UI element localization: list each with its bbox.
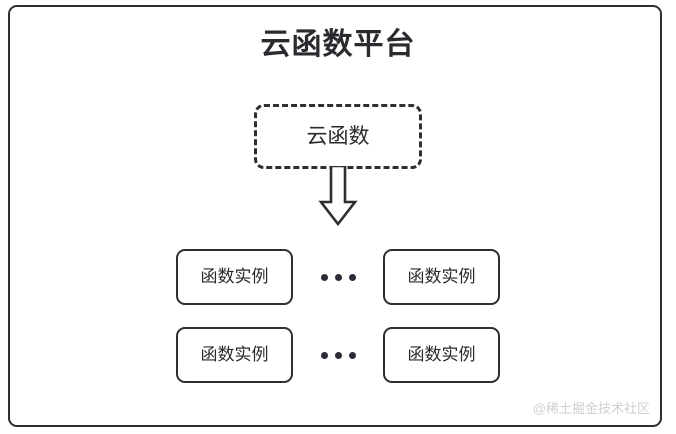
ellipsis-dot [320, 273, 328, 281]
down-block-arrow-icon [318, 166, 358, 227]
ellipsis-dot [320, 351, 328, 359]
ellipsis-dot [334, 273, 342, 281]
function-instance-box: 函数实例 [176, 249, 293, 305]
function-instance-label: 函数实例 [200, 267, 269, 286]
function-instance-box: 函数实例 [383, 249, 500, 305]
ellipsis-dot [348, 273, 356, 281]
function-instance-label: 函数实例 [200, 345, 269, 364]
ellipsis-dot [334, 351, 342, 359]
watermark: @稀土掘金技术社区 [532, 401, 650, 416]
page-title: 云函数平台 [260, 28, 416, 61]
function-instance-label: 函数实例 [407, 267, 476, 286]
function-instance-row-1: 函数实例 函数实例 [176, 249, 500, 305]
cloud-function-node: 云函数 [254, 104, 422, 169]
ellipsis-dot [348, 351, 356, 359]
function-instance-box: 函数实例 [176, 327, 293, 383]
cloud-function-label: 云函数 [306, 124, 370, 148]
ellipsis-separator-icon [320, 249, 356, 305]
function-instance-row-2: 函数实例 函数实例 [176, 327, 500, 383]
function-instance-label: 函数实例 [407, 345, 476, 364]
function-instance-box: 函数实例 [383, 327, 500, 383]
ellipsis-separator-icon [320, 327, 356, 383]
